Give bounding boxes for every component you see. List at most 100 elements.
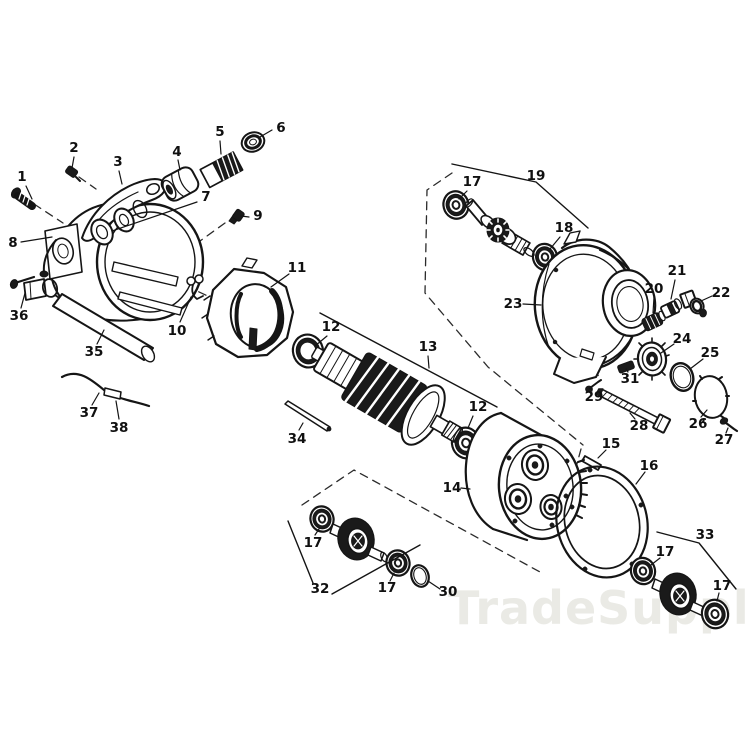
part-label-34: 34 — [288, 431, 307, 447]
part-label-6: 6 — [276, 120, 285, 136]
part-label-18: 18 — [555, 220, 574, 236]
callout-leader-11 — [270, 273, 290, 288]
callout-bracket-33 — [656, 531, 737, 590]
part-label-31: 31 — [621, 371, 640, 387]
callout-leader-36 — [20, 292, 26, 309]
callout-leader-13 — [427, 355, 430, 369]
callout-leader-15 — [597, 449, 607, 459]
part-label-17: 17 — [378, 580, 397, 596]
part-label-28: 28 — [630, 418, 649, 434]
pin-34-illustration — [284, 400, 332, 432]
part-label-17: 17 — [713, 578, 732, 594]
part-label-36: 36 — [10, 308, 29, 324]
callout-leader-22 — [700, 295, 713, 302]
callout-bracket-19 — [451, 163, 589, 229]
callout-bracket-32 — [287, 520, 314, 584]
part-label-12: 12 — [469, 399, 488, 415]
callout-leader-34 — [298, 422, 304, 431]
callout-leader-35 — [96, 329, 105, 345]
assembly-dashed-line — [33, 203, 64, 224]
plug-20-illustration — [641, 310, 666, 332]
part-label-9: 9 — [253, 208, 262, 224]
callout-leader-24 — [660, 343, 675, 354]
clip-10-illustration — [186, 274, 204, 300]
part-label-32: 32 — [311, 581, 330, 597]
part-label-10: 10 — [168, 323, 187, 339]
callout-leader-17 — [458, 190, 468, 200]
assembly-dashed-line — [424, 172, 584, 446]
part-label-27: 27 — [715, 432, 734, 448]
part-label-38: 38 — [110, 420, 129, 436]
gear-set-32-illustration — [309, 505, 411, 577]
sleeve-38-illustration — [103, 387, 122, 400]
gear-drum-14-illustration — [464, 411, 588, 542]
callout-leader-17 — [650, 557, 661, 566]
tube-35-illustration — [52, 293, 156, 363]
bolt-22-illustration — [679, 289, 707, 318]
callout-leader-18 — [549, 236, 561, 250]
o-ring-25-illustration — [669, 362, 695, 392]
armature-13-illustration — [311, 342, 464, 446]
callout-leader-5 — [219, 140, 222, 155]
stator-11-illustration — [201, 257, 295, 359]
gear-set-33-illustration — [629, 556, 730, 630]
part-label-25: 25 — [701, 345, 720, 361]
callout-leader-21 — [670, 279, 676, 300]
callout-leader-17 — [389, 572, 395, 582]
part-label-17: 17 — [463, 174, 482, 190]
part-label-1: 1 — [17, 169, 26, 185]
brush-cap-4-illustration — [160, 166, 200, 202]
part-label-29: 29 — [585, 389, 604, 405]
assembly-dashed-line — [301, 469, 541, 573]
callout-bracket-32 — [331, 544, 421, 595]
callout-leader-25 — [689, 358, 704, 370]
screw-2-illustration — [65, 165, 81, 182]
part-label-33: 33 — [696, 527, 715, 543]
screw-1-illustration — [10, 187, 36, 210]
callout-leader-16 — [635, 471, 646, 485]
callout-leader-28 — [629, 412, 636, 420]
part-label-13: 13 — [419, 339, 438, 355]
part-label-23: 23 — [504, 296, 523, 312]
clamp-36-illustration — [9, 275, 71, 302]
callout-leader-27 — [725, 427, 729, 434]
callout-leader-23 — [522, 303, 542, 306]
part-label-14: 14 — [443, 480, 462, 496]
part-label-24: 24 — [673, 331, 692, 347]
screw-9-illustration — [228, 208, 245, 225]
part-label-3: 3 — [113, 154, 122, 170]
callout-leader-37 — [91, 392, 100, 406]
part-label-30: 30 — [439, 584, 458, 600]
part-label-16: 16 — [640, 458, 659, 474]
part-label-2: 2 — [69, 140, 78, 156]
part-label-7: 7 — [201, 189, 210, 205]
cap-6-illustration — [240, 131, 266, 153]
part-label-37: 37 — [80, 405, 99, 421]
callout-leader-17 — [314, 528, 320, 536]
part-label-22: 22 — [712, 285, 731, 301]
callout-leader-9 — [240, 215, 250, 218]
bolt-28-illustration — [595, 388, 672, 434]
callout-leader-17 — [716, 592, 720, 602]
callout-leader-2 — [71, 156, 75, 169]
callout-leader-38 — [115, 400, 120, 420]
part-label-21: 21 — [668, 263, 687, 279]
callout-leader-14 — [460, 487, 471, 490]
part-label-4: 4 — [172, 144, 181, 160]
callout-leader-20 — [652, 296, 655, 314]
o-ring-30-illustration — [410, 564, 430, 588]
part-label-35: 35 — [85, 344, 104, 360]
part-label-20: 20 — [645, 281, 664, 297]
callout-leader-31 — [625, 368, 629, 373]
assembly-dashed-line — [199, 222, 226, 242]
part-label-17: 17 — [656, 544, 675, 560]
callout-leader-10 — [179, 296, 192, 323]
part-label-17: 17 — [304, 535, 323, 551]
callout-leader-26 — [700, 409, 708, 418]
callout-brackets-layer — [287, 163, 737, 595]
brush-5-illustration — [199, 151, 244, 189]
gear-24-illustration — [633, 337, 670, 381]
part-label-11: 11 — [288, 260, 307, 276]
